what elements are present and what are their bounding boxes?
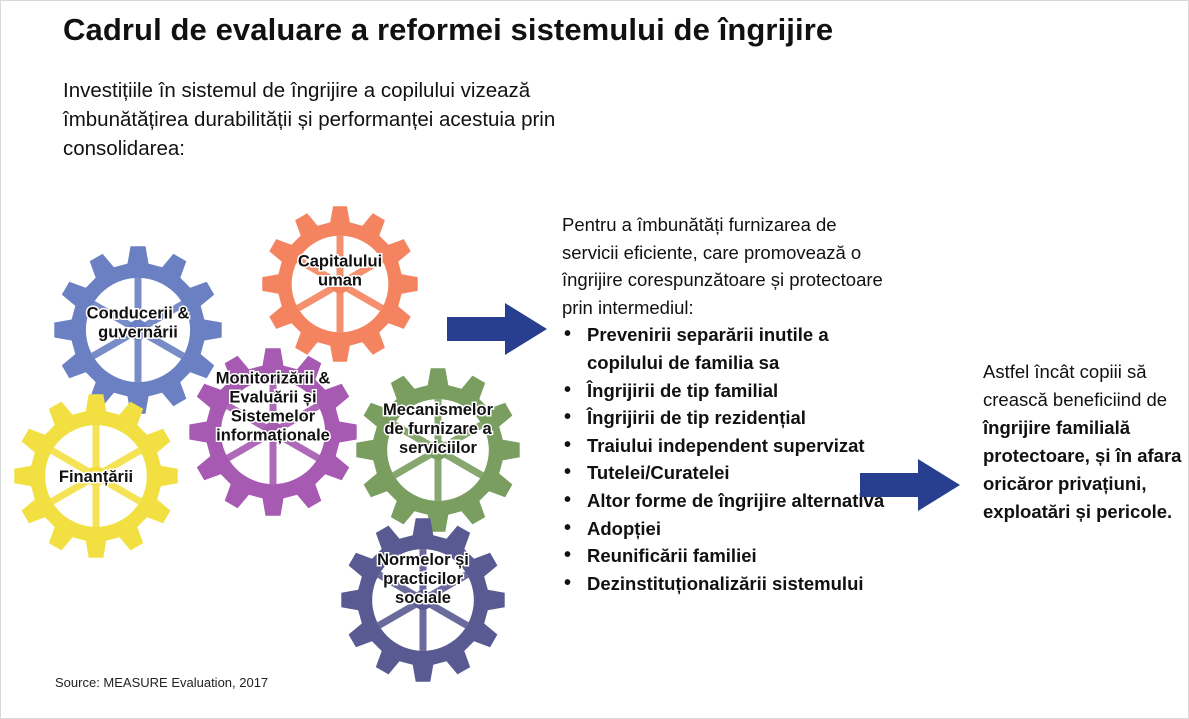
gear-label-halo: Conducerii & — [87, 305, 190, 323]
outcome-text-normal: Astfel încât copiii să crească beneficii… — [983, 361, 1168, 410]
gear-label-halo: Sistemelor — [231, 408, 316, 426]
gear-label-halo: Monitorizării & — [216, 370, 331, 388]
list-item: Reunificării familiei — [562, 542, 892, 570]
gear-hub — [413, 590, 433, 610]
outcome-text-bold: îngrijire familială protectoare, și în a… — [983, 417, 1182, 522]
gear-label: de furnizare a — [384, 420, 492, 438]
source-note: Source: MEASURE Evaluation, 2017 — [55, 675, 269, 690]
list-item: Îngrijirii de tip rezidențial — [562, 404, 892, 432]
gear-label: Mecanismelor — [383, 401, 494, 419]
gear-conducere: Conducerii &Conducerii &guvernăriiguvern… — [54, 246, 222, 414]
gear-label-halo: informaționale — [216, 427, 330, 445]
gear-label: Finanțării — [59, 468, 133, 486]
gear-hub — [86, 466, 106, 486]
services-list: Prevenirii separării inutile a copilului… — [562, 321, 892, 597]
gear-label-halo: Finanțării — [59, 468, 133, 486]
gear-label: Monitorizării & — [216, 370, 331, 388]
gears-diagram: CapitaluluiCapitaluluiumanumanConducerii… — [14, 206, 520, 682]
gear-label-halo: sociale — [395, 589, 451, 607]
gear-label: Evaluării și — [229, 389, 316, 407]
list-item: Prevenirii separării inutile a copilului… — [562, 321, 892, 376]
gear-label: guvernării — [98, 324, 178, 342]
gear-label: Sistemelor — [231, 408, 316, 426]
gear-label-halo: guvernării — [98, 324, 178, 342]
slide-title: Cadrul de evaluare a reformei sistemului… — [63, 12, 834, 47]
arrow-right-icon — [860, 459, 960, 511]
gear-label: Capitalului — [298, 253, 382, 271]
list-item: Altor forme de îngrijire alternativă — [562, 487, 892, 515]
services-block: Pentru a îmbunătăți furnizarea de servic… — [562, 211, 892, 597]
gear-label: serviciilor — [399, 439, 478, 457]
gear-label: uman — [318, 272, 362, 290]
gear-label-halo: Capitalului — [298, 253, 382, 271]
gear-hub — [330, 274, 350, 294]
intro-text: Investițiile în sistemul de îngrijire a … — [63, 79, 556, 160]
gear-label-halo: practicilor — [383, 570, 463, 588]
arrow-right-icon — [447, 303, 547, 355]
list-item: Dezinstituționalizării sistemului — [562, 570, 892, 598]
list-item: Îngrijirii de tip familial — [562, 377, 892, 405]
gear-label-halo: Evaluării și — [229, 389, 316, 407]
gear-hub — [262, 421, 284, 443]
list-item: Tutelei/Curatelei — [562, 459, 892, 487]
gear-label: practicilor — [383, 570, 463, 588]
gear-hub — [127, 319, 149, 341]
gear-label: Normelor și — [377, 551, 469, 569]
gear-label: sociale — [395, 589, 451, 607]
gear-label-halo: uman — [318, 272, 362, 290]
gear-hub — [428, 440, 448, 460]
list-item: Adopției — [562, 515, 892, 543]
gear-monitorizare: Monitorizării &Monitorizării &Evaluării … — [189, 348, 357, 516]
gear-label-halo: de furnizare a — [384, 420, 492, 438]
outcome-text: Astfel încât copiii să crească beneficii… — [983, 358, 1183, 526]
gear-label-halo: Normelor și — [377, 551, 469, 569]
gear-label: Conducerii & — [87, 305, 190, 323]
gear-label-halo: serviciilor — [399, 439, 478, 457]
list-item: Traiului independent supervizat — [562, 432, 892, 460]
services-lead: Pentru a îmbunătăți furnizarea de servic… — [562, 214, 883, 318]
gear-label-halo: Mecanismelor — [383, 401, 494, 419]
gear-label: informaționale — [216, 427, 330, 445]
